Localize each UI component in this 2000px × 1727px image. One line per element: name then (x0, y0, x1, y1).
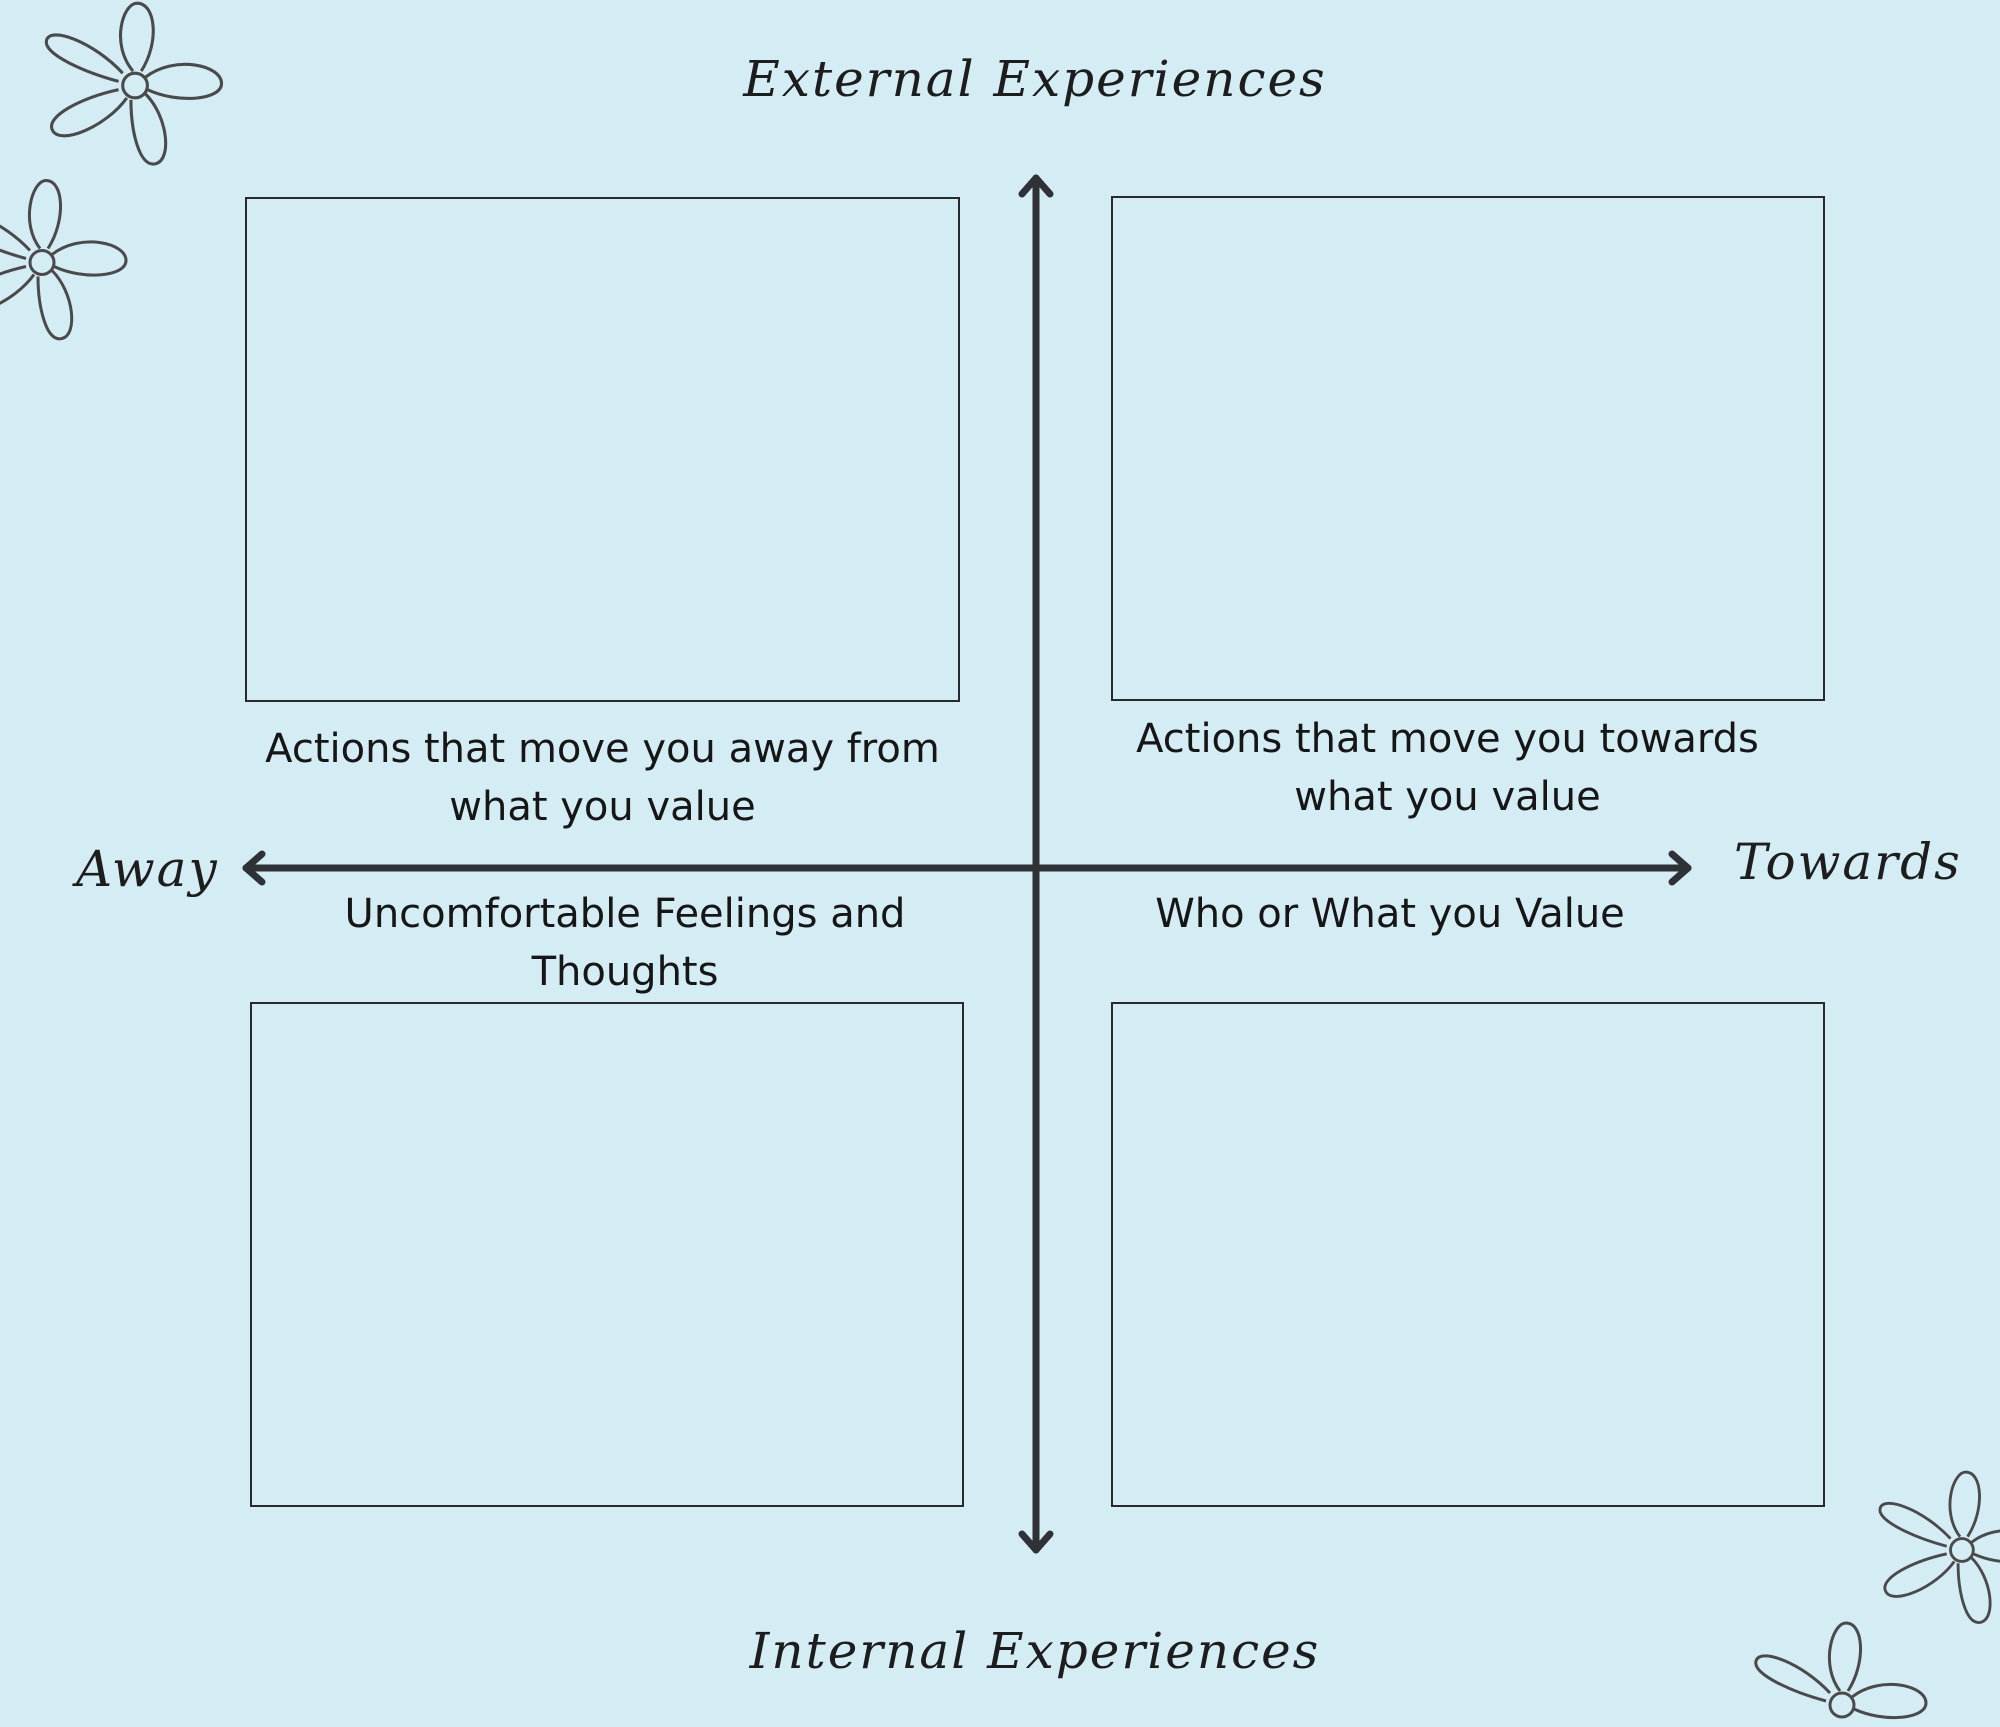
flower-icon (44, 1, 224, 166)
quadrant-caption-bottom-right: Who or What you Value (1155, 891, 1625, 937)
flower-icon (1878, 1470, 2000, 1624)
quadrant-box-bottom-left[interactable] (250, 1002, 964, 1507)
quadrant-caption-bottom-left: Uncomfortable Feelings and Thoughts (344, 891, 906, 995)
axis-label-bottom: Internal Experiences (749, 1622, 1321, 1680)
quadrant-box-top-right[interactable] (1111, 196, 1825, 701)
arrow-left-icon (242, 850, 266, 886)
arrow-down-icon (1018, 1530, 1054, 1554)
axis-label-left: Away (76, 840, 219, 898)
axis-label-right: Towards (1734, 833, 1962, 891)
arrow-up-icon (1018, 174, 1054, 198)
arrow-right-icon (1668, 850, 1692, 886)
quadrant-caption-top-left: Actions that move you away from what you… (265, 726, 940, 830)
flower-icon (1754, 1621, 1928, 1720)
flower-icon (0, 178, 128, 341)
quadrant-box-top-left[interactable] (245, 197, 960, 702)
quadrant-box-bottom-right[interactable] (1111, 1002, 1825, 1507)
quadrant-caption-top-right: Actions that move you towards what you v… (1136, 716, 1759, 820)
axis-label-top: External Experiences (743, 50, 1327, 108)
